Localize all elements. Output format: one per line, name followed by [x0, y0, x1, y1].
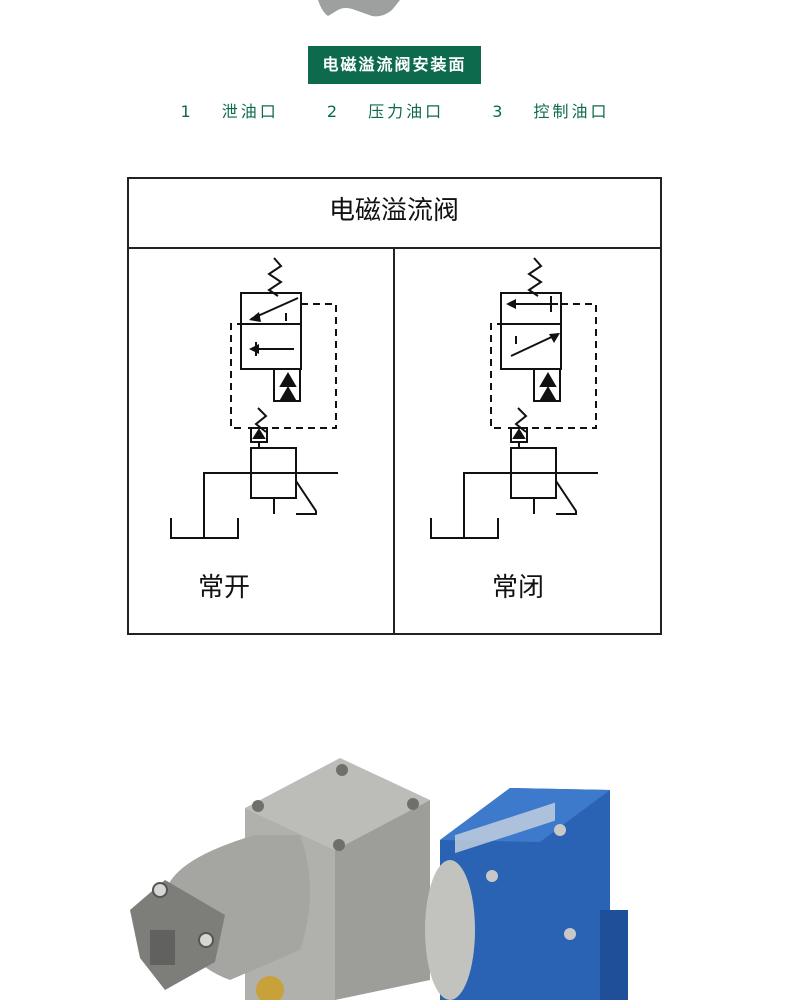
section-heading: 电磁溢流阀安装面	[322, 55, 467, 74]
hydraulic-symbol-diagram: 电磁溢流阀 常开 常闭	[127, 177, 662, 635]
port-item: 1 泄油口	[180, 102, 279, 121]
diagram-title: 电磁溢流阀	[329, 196, 459, 226]
section-heading-badge: 电磁溢流阀安装面	[308, 46, 481, 84]
panel-label-normally-open: 常开	[198, 573, 250, 603]
port-item: 3 控制油口	[492, 102, 610, 121]
panel-label-normally-closed: 常闭	[492, 573, 544, 603]
top-product-photo	[318, 0, 400, 17]
port-legend: 1 泄油口 2 压力油口 3 控制油口	[0, 98, 790, 122]
normally-closed-symbol	[430, 257, 599, 539]
product-photo	[130, 758, 628, 1000]
port-item: 2 压力油口	[326, 102, 445, 121]
normally-open-symbol	[170, 257, 339, 539]
